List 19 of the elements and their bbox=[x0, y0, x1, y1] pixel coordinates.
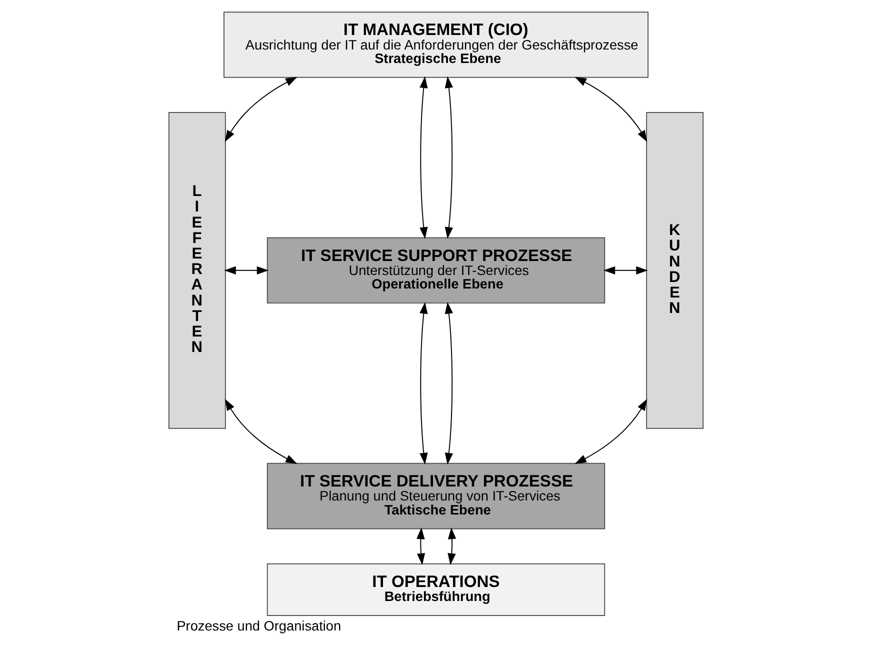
node-box: IT SERVICE SUPPORT PROZESSE Unterstützung der IT-Services Operationelle Ebene bbox=[266, 237, 605, 304]
node-box: KUNDEN bbox=[646, 112, 704, 429]
arrow bbox=[224, 266, 268, 274]
node-box: LIEFERANTEN bbox=[168, 112, 226, 429]
arrow bbox=[224, 398, 297, 464]
arrow bbox=[416, 527, 425, 566]
arrow bbox=[224, 76, 297, 142]
node-box: IT MANAGEMENT (CIO) Ausrichtung der IT auf die Anforderungen der Geschäftsprozesse Strategische Ebene bbox=[222, 12, 648, 78]
arrow bbox=[419, 302, 428, 465]
arrow bbox=[419, 76, 428, 239]
arrow bbox=[444, 302, 452, 465]
arrow bbox=[602, 266, 648, 274]
arrow bbox=[447, 527, 456, 566]
arrow bbox=[574, 398, 647, 464]
node-box: IT SERVICE DELIVERY PROZESSE Planung und Steuerung von IT-Services Taktische Ebene bbox=[266, 462, 605, 530]
caption: Prozesse und Organisation bbox=[176, 618, 341, 634]
arrow bbox=[444, 76, 452, 239]
node-box: IT OPERATIONS Betriebsführung bbox=[266, 563, 605, 616]
arrow bbox=[574, 76, 647, 142]
